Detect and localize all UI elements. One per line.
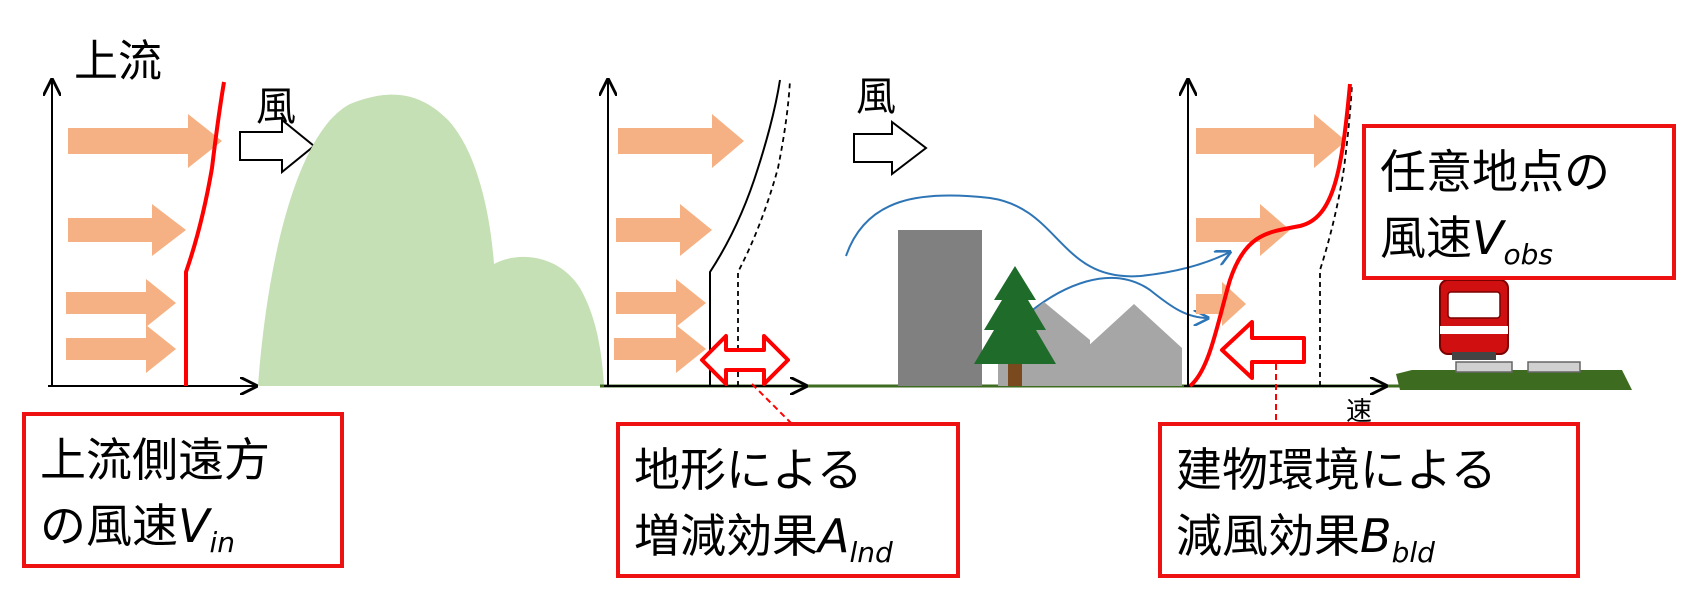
upstream-label: 上流 [74, 36, 162, 87]
flow-arrow [616, 204, 712, 256]
box-line2: 減風効果Bbld [1176, 509, 1435, 569]
upstream-wind-box: 上流側遠方 の風速Vin [22, 412, 344, 568]
box-frame [1362, 124, 1676, 280]
box-symbol: A [815, 509, 849, 563]
tree-icon [974, 266, 1056, 386]
flow-arrow [1196, 282, 1246, 326]
box-line1: 地形による [634, 443, 863, 497]
flow-arrows-2 [614, 114, 744, 373]
building-reduction-arrow [1220, 320, 1306, 380]
flow-arrow [1196, 204, 1290, 256]
terrain-effect-box: 地形による 増減効果Alnd [616, 422, 960, 578]
box-line1: 任意地点の [1380, 145, 1610, 199]
flow-arrows-3 [1196, 114, 1346, 326]
upstream-panel: 上流 風 [48, 36, 316, 386]
box-symbol: B [1360, 509, 1392, 563]
box-symbol: V [178, 499, 213, 553]
terrain-leader-line [751, 383, 793, 425]
platform-left [1455, 361, 1513, 373]
hill [258, 94, 604, 386]
box-line2: 増減効果Alnd [634, 509, 893, 569]
wind-label: 風 [856, 74, 896, 120]
flow-arrow [1196, 114, 1346, 168]
terrain-panel: 風 [604, 74, 928, 425]
flow-arrow [618, 114, 744, 168]
house-right [1086, 304, 1182, 386]
streamline-upper [845, 194, 1230, 278]
box-subscript: in [209, 526, 235, 559]
tree-trunk [1008, 360, 1022, 386]
box-subscript: obs [1503, 238, 1553, 271]
terrain-wind-profile [709, 79, 781, 386]
flow-arrow [68, 114, 222, 168]
train-bogie [1452, 352, 1496, 360]
box-line1: 建物環境による [1176, 443, 1497, 497]
train-stripe [1440, 326, 1508, 334]
box-frame [22, 412, 344, 568]
reference-wind-profile [1319, 83, 1353, 386]
urban-area [845, 194, 1230, 386]
train-window [1447, 291, 1501, 319]
flow-arrow [66, 325, 176, 373]
wind-direction-arrow [853, 119, 928, 177]
observed-wind-profile [1188, 83, 1352, 388]
building-effect-box: 建物環境による 減風効果Bbld [1158, 422, 1580, 578]
platform-right [1527, 361, 1581, 373]
box-subscript: lnd [849, 536, 893, 569]
box-line2-text: 減風効果 [1176, 509, 1360, 563]
flow-arrow [616, 279, 706, 327]
observed-panel: 速 [1184, 80, 1386, 427]
station-ground [1396, 370, 1632, 390]
upstream-wind-profile [184, 81, 226, 386]
box-frame [1158, 422, 1580, 578]
wind-label-1: 風 [239, 84, 316, 175]
streamline-lower [1029, 276, 1208, 318]
wind-label: 風 [256, 84, 296, 130]
box-line1: 上流側遠方 [40, 433, 270, 487]
box-frame [616, 422, 960, 578]
box-line2: 風速Vobs [1380, 211, 1553, 271]
box-symbol: V [1472, 211, 1507, 265]
box-subscript: bld [1392, 536, 1436, 569]
observed-wind-box: 任意地点の 風速Vobs [1362, 124, 1676, 280]
reference-wind-profile [737, 79, 791, 386]
tree-crown [974, 266, 1056, 364]
flow-arrow [68, 204, 186, 256]
box-line2-text: 風速 [1380, 211, 1472, 265]
wind-direction-arrow [239, 117, 316, 175]
flow-arrows-1 [66, 114, 222, 373]
box-line2: の風速Vin [40, 499, 235, 559]
box-line2-text: 増減効果 [634, 509, 818, 563]
wind-label-2: 風 [853, 74, 928, 177]
increase-decrease-arrow [700, 334, 790, 386]
hill-shape [258, 94, 604, 386]
train-icon [1396, 279, 1632, 390]
box-line2-text: の風速 [40, 499, 178, 553]
flow-arrow [614, 325, 706, 373]
flow-arrow [66, 279, 176, 327]
tall-building [898, 230, 982, 386]
